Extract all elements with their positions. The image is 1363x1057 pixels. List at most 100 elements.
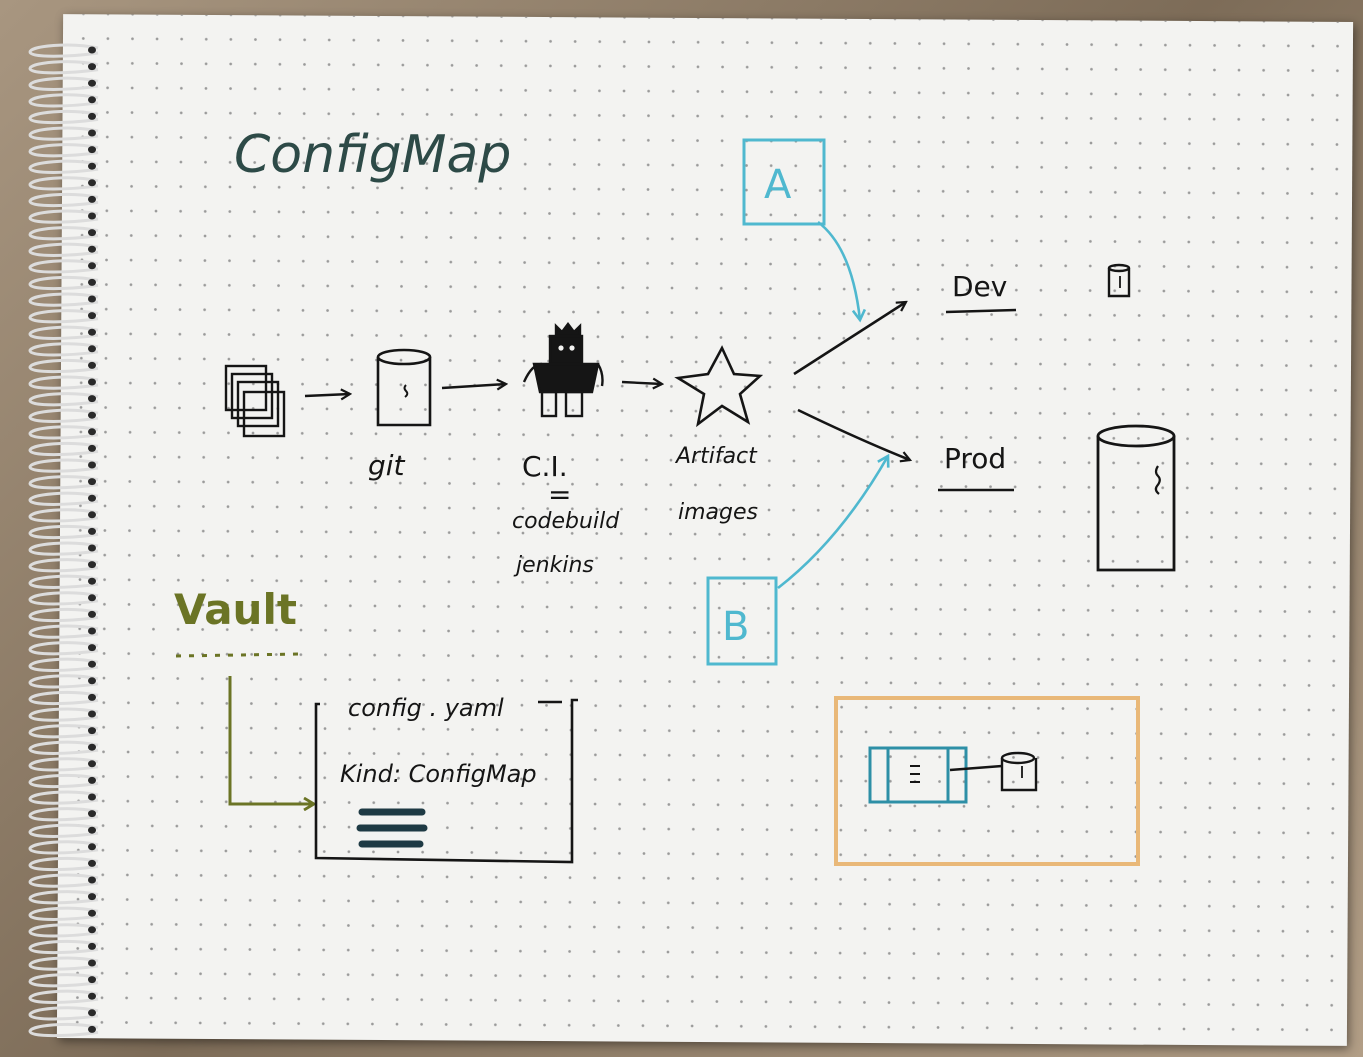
title-text: ConfigMap — [234, 125, 511, 185]
binding-hole — [88, 361, 96, 369]
spiral-coil — [28, 458, 99, 473]
spiral-coil — [28, 856, 99, 872]
dev-database-icon — [1107, 263, 1131, 298]
binding-hole — [88, 876, 96, 884]
binding-hole — [88, 776, 96, 784]
binding-hole — [88, 677, 96, 685]
binding-hole — [88, 976, 96, 984]
binding-hole — [88, 909, 96, 917]
binding-hole — [88, 345, 96, 353]
artifact-sub-label: images — [678, 500, 758, 525]
spiral-coil — [28, 890, 99, 905]
arrow-vault-to-config — [228, 676, 314, 804]
binding-hole — [88, 1025, 96, 1033]
binding-hole — [88, 262, 96, 270]
spiral-coil — [28, 242, 99, 257]
source-files-icon — [224, 364, 286, 438]
ci-label: C.I. — [522, 450, 568, 483]
spiral-coil — [28, 375, 99, 390]
spiral-coil — [28, 939, 99, 955]
binding-hole — [88, 594, 96, 602]
spiral-coil — [28, 491, 99, 506]
config-content-lines — [356, 808, 428, 848]
binding-hole — [88, 627, 96, 635]
spiral-coil — [28, 209, 99, 224]
arrow-artifact-to-dev — [793, 302, 906, 376]
binding-hole — [88, 229, 96, 237]
spiral-coil — [28, 574, 99, 589]
binding-hole — [88, 129, 96, 137]
binding-hole — [88, 511, 96, 519]
spiral-coil — [28, 76, 99, 91]
binding-hole — [88, 810, 96, 818]
binding-hole — [88, 743, 96, 751]
git-repo-icon — [376, 348, 432, 427]
ci-tool-jenkins: jenkins — [513, 553, 594, 578]
spiral-coil — [28, 342, 99, 357]
binding-hole — [88, 760, 96, 768]
spiral-coil — [28, 773, 99, 789]
binding-hole — [88, 942, 96, 950]
binding-hole — [88, 610, 96, 618]
config-file-box — [314, 698, 578, 864]
spiral-coil — [28, 176, 99, 191]
spiral-coil — [28, 558, 99, 573]
arrow-artifact-to-prod — [797, 408, 910, 460]
vault-label: Vault — [174, 585, 297, 634]
box-a-label: A — [764, 162, 792, 208]
binding-hole — [88, 295, 96, 303]
spiral-coil — [28, 840, 99, 855]
binding-hole — [88, 162, 96, 170]
arrow-git-to-ci — [441, 384, 506, 388]
spiral-coil — [28, 641, 99, 656]
config-file-name: config . yaml — [348, 694, 504, 722]
spiral-coil — [28, 43, 99, 58]
spiral-coil — [28, 674, 99, 689]
spiral-coil — [28, 524, 99, 540]
binding-hole — [88, 395, 96, 403]
arrow-files-to-git — [304, 394, 350, 396]
binding-hole — [88, 693, 96, 701]
spiral-coil — [28, 807, 99, 822]
spiral-coil — [28, 989, 99, 1004]
arrow-a-to-dev — [817, 220, 860, 320]
dev-label: Dev — [952, 270, 1007, 303]
vault-dotted-underline — [175, 652, 301, 658]
binding-hole — [88, 146, 96, 154]
spiral-coil — [28, 309, 99, 324]
binding-hole — [88, 478, 96, 486]
arrow-b-to-prod — [777, 456, 888, 590]
binding-hole — [88, 843, 96, 851]
spiral-coil — [28, 873, 99, 888]
service-to-db-line — [949, 764, 1003, 772]
binding-hole — [88, 278, 96, 286]
binding-hole — [88, 46, 96, 54]
spiral-coil — [28, 508, 99, 523]
spiral-coil — [28, 724, 99, 739]
binding-hole — [88, 826, 96, 834]
box-b-label: B — [722, 604, 749, 650]
binding-hole — [88, 378, 96, 386]
binding-hole — [88, 411, 96, 419]
spiral-coil — [28, 143, 99, 158]
binding-hole — [88, 461, 96, 469]
ci-tool-codebuild: codebuild — [512, 509, 620, 534]
git-label: git — [368, 449, 406, 482]
spiral-coil — [28, 425, 99, 440]
binding-hole — [88, 992, 96, 1000]
spiral-coil — [28, 60, 99, 75]
binding-hole — [88, 195, 96, 203]
dev-underline — [945, 308, 1017, 314]
spiral-coil — [28, 259, 99, 274]
spiral-coil — [28, 126, 99, 141]
binding-hole — [88, 245, 96, 253]
binding-hole — [88, 710, 96, 718]
binding-hole — [88, 959, 96, 967]
spiral-coil — [28, 226, 99, 241]
orange-cluster-box — [834, 696, 1140, 866]
spiral-coil — [28, 956, 99, 971]
binding-hole — [88, 793, 96, 801]
spiral-coil — [28, 475, 99, 490]
